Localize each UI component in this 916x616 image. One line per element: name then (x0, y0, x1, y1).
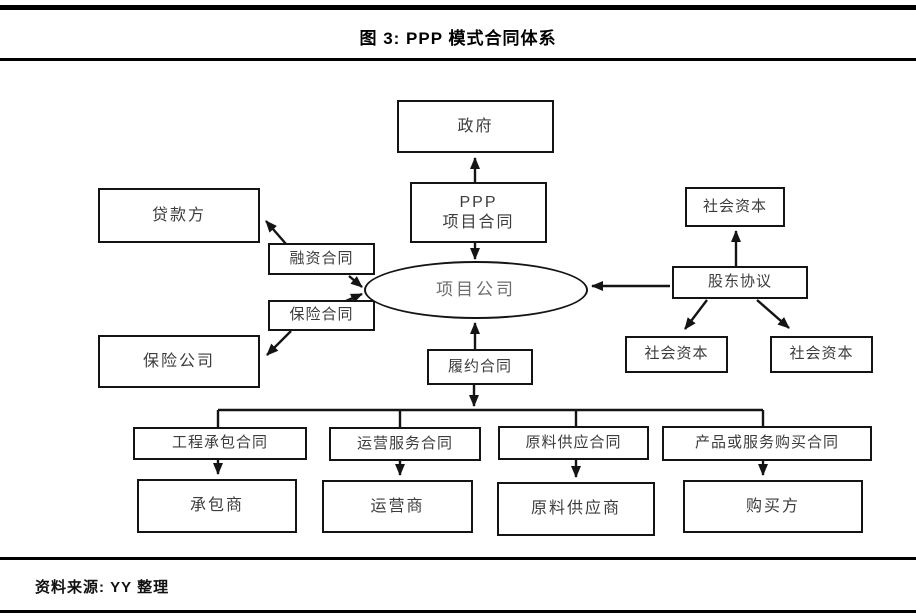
node-insurance-company: 保险公司 (98, 335, 260, 388)
node-social-capital-right-label: 社会资本 (789, 345, 854, 363)
node-ppp-project-contract: PPP 项目合同 (410, 182, 547, 243)
node-performance-contract-label: 履约合同 (447, 357, 512, 375)
arrow-shareholder-to-social-left (684, 299, 708, 330)
arrow-insurance-to-insurance-company (266, 330, 292, 356)
node-operation-contract-label: 运营服务合同 (356, 434, 453, 452)
node-social-capital-top-label: 社会资本 (702, 197, 767, 215)
node-social-capital-right: 社会资本 (770, 336, 873, 373)
node-project-company-label: 项目公司 (436, 280, 516, 300)
arrow-insurance-to-project-company (345, 292, 363, 303)
node-ppp-line2: 项目合同 (442, 213, 515, 231)
source-note: 资料来源: YY 整理 (35, 579, 170, 596)
arrow-shareholder-to-social-right (756, 299, 790, 329)
arrow-financing-to-lender (265, 220, 287, 245)
node-financing-contract: 融资合同 (268, 243, 375, 275)
node-social-capital-top: 社会资本 (685, 187, 785, 227)
node-operator-label: 运营商 (370, 497, 425, 515)
node-social-capital-left: 社会资本 (625, 336, 728, 373)
node-shareholder-agreement: 股东协议 (672, 266, 808, 299)
node-contractor: 承包商 (137, 479, 297, 533)
node-purchase-contract: 产品或服务购买合同 (662, 426, 872, 461)
node-government: 政府 (397, 100, 554, 153)
top-thick-rule (0, 5, 916, 10)
node-financing-contract-label: 融资合同 (289, 249, 354, 267)
arrow-financing-to-project-company (348, 275, 363, 288)
node-buyer: 购买方 (683, 480, 863, 533)
node-ppp-line1: PPP (459, 193, 498, 211)
node-lender-label: 贷款方 (151, 206, 206, 224)
node-construction-contract: 工程承包合同 (133, 427, 307, 460)
node-performance-contract: 履约合同 (427, 349, 533, 385)
node-purchase-contract-label: 产品或服务购买合同 (694, 434, 839, 452)
node-supplier-label: 原料供应商 (530, 500, 621, 517)
title-bottom-rule (0, 58, 916, 61)
node-construction-contract-label: 工程承包合同 (171, 434, 268, 452)
node-supply-contract: 原料供应合同 (498, 426, 649, 460)
node-insurance-contract: 保险合同 (268, 300, 375, 331)
node-government-label: 政府 (457, 117, 494, 135)
footer-top-rule (0, 557, 916, 560)
node-project-company: 项目公司 (364, 261, 588, 319)
node-operation-contract: 运营服务合同 (329, 427, 481, 461)
node-insurance-contract-label: 保险合同 (289, 306, 354, 324)
node-buyer-label: 购买方 (745, 497, 800, 515)
node-social-capital-left-label: 社会资本 (644, 345, 709, 363)
node-shareholder-agreement-label: 股东协议 (707, 273, 772, 291)
node-contractor-label: 承包商 (189, 497, 244, 514)
figure-title: 图 3: PPP 模式合同体系 (359, 29, 557, 48)
bottom-rule (0, 610, 916, 613)
node-insurance-company-label: 保险公司 (142, 352, 215, 370)
node-lender: 贷款方 (98, 188, 260, 243)
node-supply-contract-label: 原料供应合同 (525, 433, 622, 451)
node-supplier: 原料供应商 (497, 482, 655, 536)
node-operator: 运营商 (322, 480, 473, 533)
